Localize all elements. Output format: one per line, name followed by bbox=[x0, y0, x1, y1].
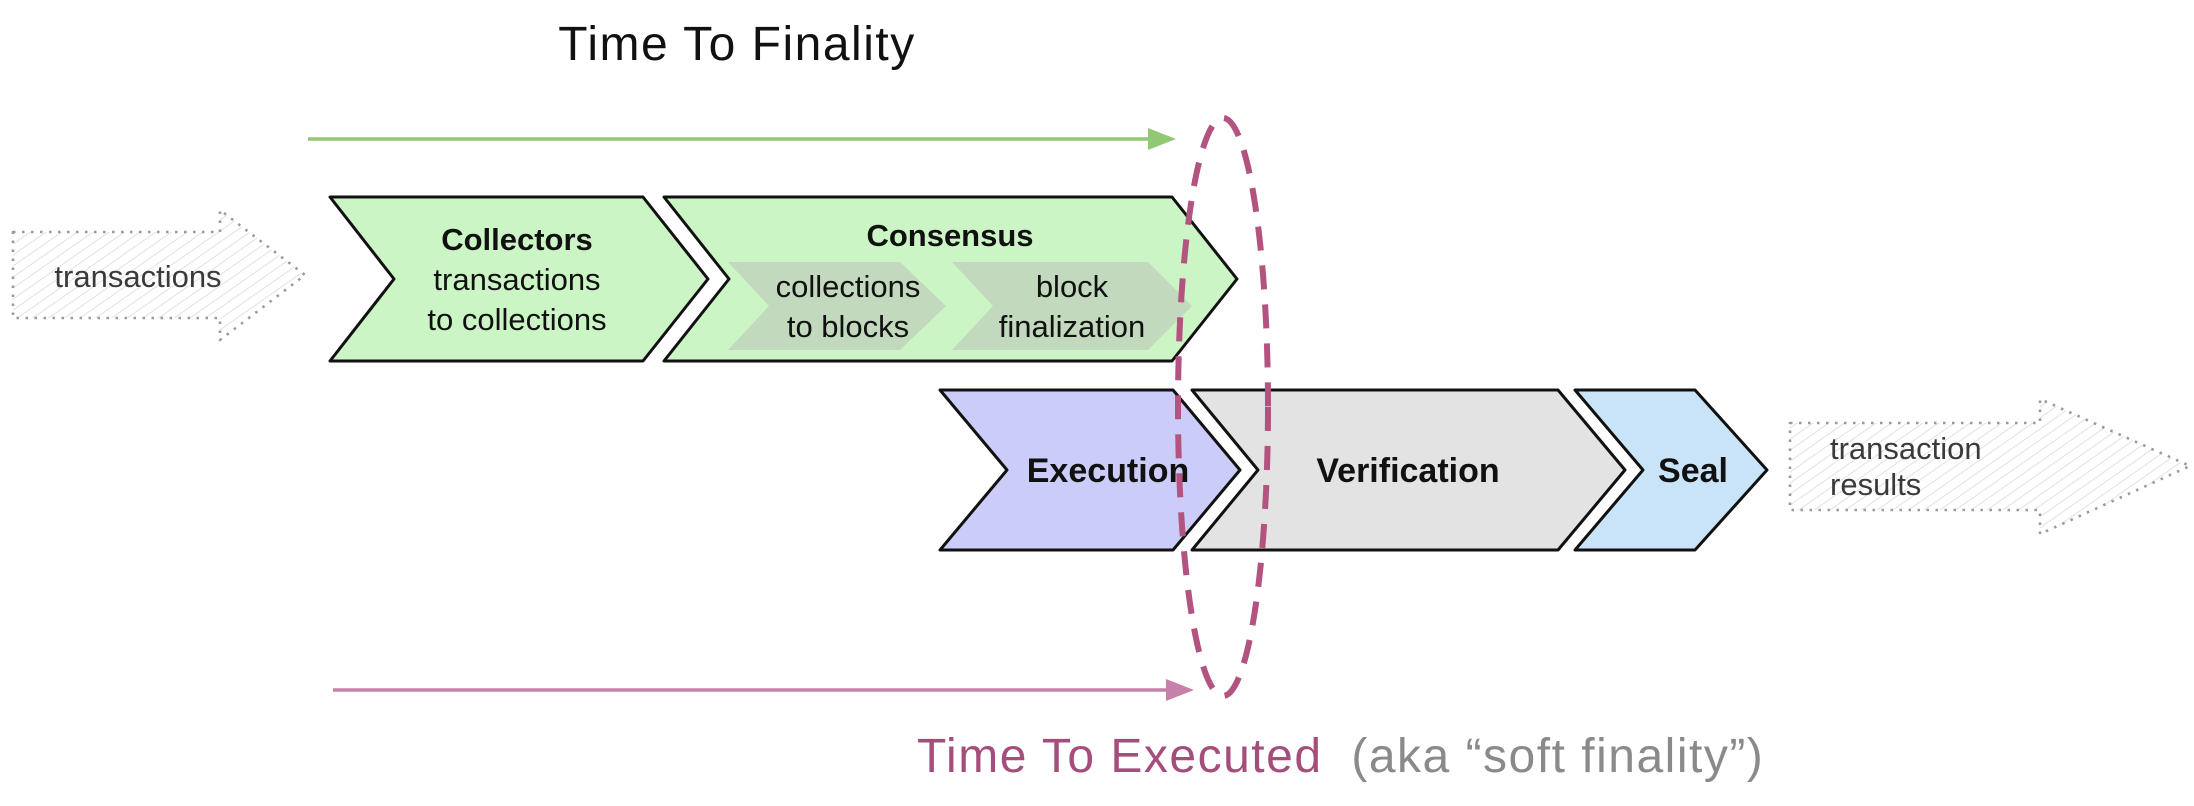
collectors-subtitle-line2: to collections bbox=[427, 302, 606, 337]
seal-title: Seal bbox=[1658, 452, 1728, 490]
transaction-results-label-line2: results bbox=[1830, 467, 1921, 502]
soft-finality-ellipse bbox=[1175, 115, 1271, 699]
collections-to-blocks-line2: to blocks bbox=[787, 309, 909, 344]
consensus-title: Consensus bbox=[866, 218, 1033, 253]
collectors-title: Collectors bbox=[441, 222, 593, 257]
transactions-input-arrow: transactions bbox=[11, 208, 307, 342]
seal-chevron: Seal bbox=[1573, 388, 1769, 552]
collectors-chevron: Collectors transactions to collections bbox=[328, 195, 710, 363]
consensus-chevron: Consensus collections to blocks block fi… bbox=[662, 195, 1239, 363]
transaction-results-arrow: transaction results bbox=[1788, 397, 2192, 536]
sub-chevron-collections-to-blocks bbox=[728, 262, 946, 350]
time-to-executed-arrowhead-icon bbox=[1166, 679, 1194, 701]
time-to-executed-heading: Time To Executed (aka “soft finality”) bbox=[917, 730, 1764, 783]
transaction-results-arrow-shape-icon bbox=[1788, 397, 2192, 536]
execution-chevron: Execution bbox=[938, 388, 1242, 552]
soft-finality-note: (aka “soft finality”) bbox=[1351, 730, 1764, 783]
transactions-arrow-shape-icon bbox=[11, 208, 307, 342]
collections-to-blocks-line1: collections bbox=[776, 269, 921, 304]
execution-title: Execution bbox=[1027, 452, 1189, 490]
verification-title: Verification bbox=[1316, 452, 1499, 490]
time-to-finality-arrowhead-icon bbox=[1148, 128, 1176, 150]
execution-chevron-shape bbox=[938, 388, 1242, 552]
seal-chevron-shape bbox=[1573, 388, 1769, 552]
verification-chevron-shape bbox=[1190, 388, 1627, 552]
time-to-finality-heading: Time To Finality bbox=[558, 18, 915, 71]
collectors-chevron-shape bbox=[328, 195, 710, 363]
transaction-results-label-line1: transaction bbox=[1830, 431, 1982, 466]
time-to-executed-arrow bbox=[333, 679, 1194, 701]
block-finalization-line1: block bbox=[1036, 269, 1109, 304]
transactions-input-label: transactions bbox=[54, 259, 221, 294]
collectors-subtitle-line1: transactions bbox=[433, 262, 600, 297]
block-finalization-line2: finalization bbox=[999, 309, 1145, 344]
verification-chevron: Verification bbox=[1190, 388, 1627, 552]
time-to-finality-arrow bbox=[308, 128, 1176, 150]
sub-chevron-block-finalization bbox=[952, 262, 1192, 350]
time-to-executed-heading-main: Time To Executed bbox=[917, 730, 1323, 783]
